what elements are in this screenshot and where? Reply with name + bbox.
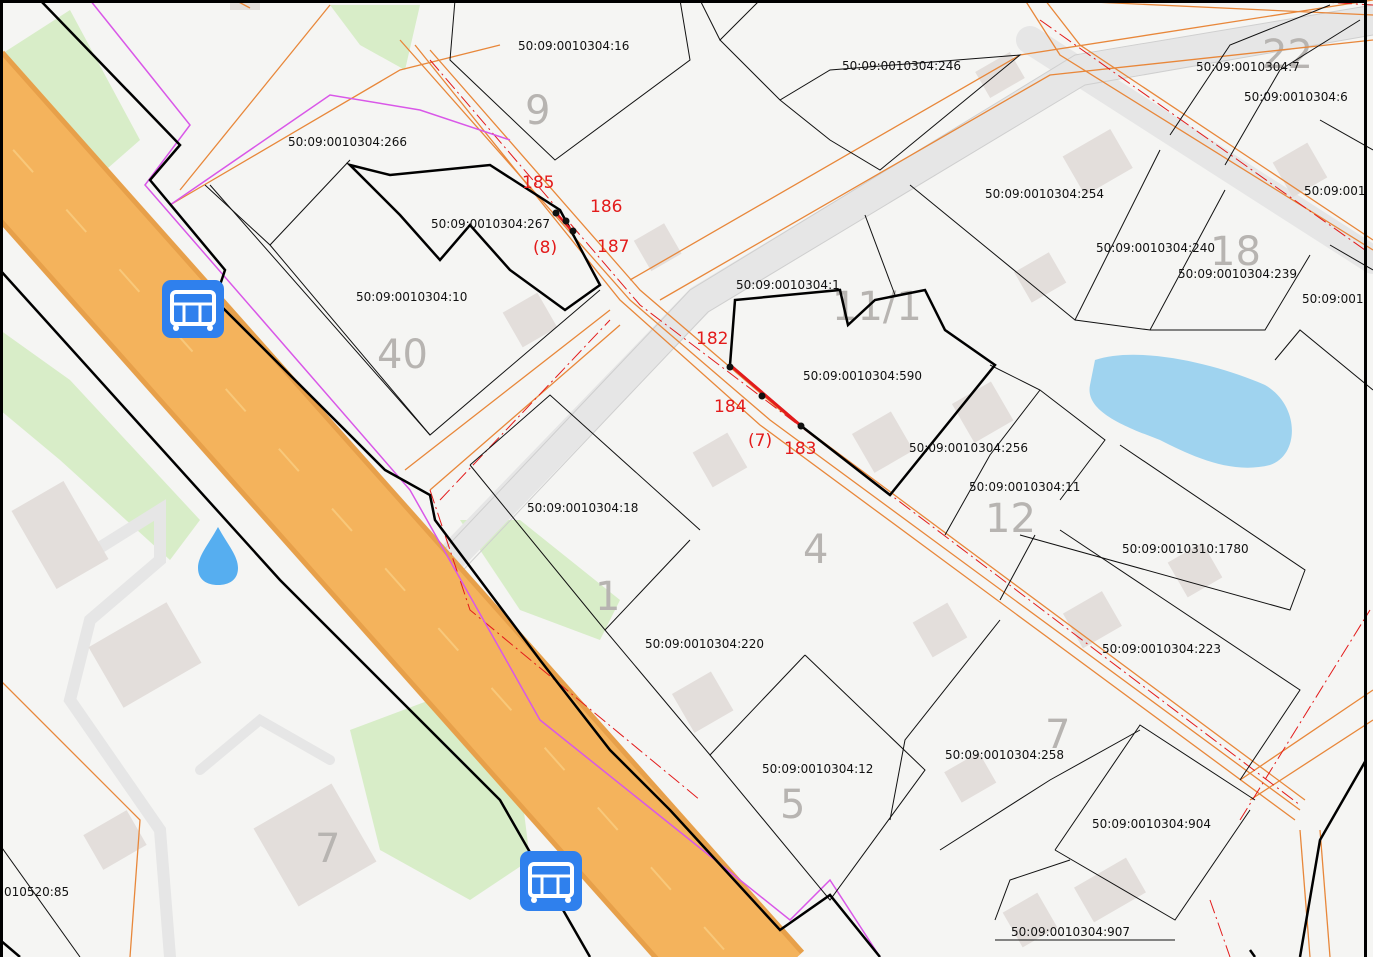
point-markers xyxy=(552,209,805,430)
parcel-label[interactable]: 50:09:0010304:266 xyxy=(288,135,407,149)
water-bodies xyxy=(1089,354,1292,468)
parcel-label[interactable]: 50:09:0010304:904 xyxy=(1092,817,1211,831)
house-number: 40 xyxy=(377,332,428,378)
parcel-label[interactable]: 50:09:0010304:11 xyxy=(969,480,1080,494)
point-label: 187 xyxy=(597,237,629,257)
parcel-label[interactable]: 50:09:0010310:1780 xyxy=(1122,542,1249,556)
point-label: (8) xyxy=(533,238,557,258)
parcel-label[interactable]: 50:09:0010304:16 xyxy=(518,39,629,53)
point-marker[interactable] xyxy=(552,209,560,217)
point-label: 184 xyxy=(714,397,746,417)
point-label: 185 xyxy=(522,173,554,193)
parcel-labels: 50:09:0010304:16 50:09:0010304:246 50:09… xyxy=(4,39,1366,939)
point-marker[interactable] xyxy=(562,217,570,225)
parcel-label[interactable]: 50:09:0010304:256 xyxy=(909,441,1028,455)
major-road xyxy=(0,50,805,957)
buildings xyxy=(11,0,1328,948)
parcel-label[interactable]: 010520:85 xyxy=(4,885,69,899)
municipal-boundary xyxy=(89,0,881,957)
house-number: 4 xyxy=(803,527,828,573)
minor-road-edges xyxy=(419,4,1373,606)
parcel-label[interactable]: 50:09:0010304:12 xyxy=(762,762,873,776)
house-number: 7 xyxy=(1045,712,1070,758)
parcel-label[interactable]: 50:09:0010304:6 xyxy=(1244,90,1348,104)
parcel-label[interactable]: 50:09:0010304:258 xyxy=(945,748,1064,762)
parcel-label[interactable]: 50:09:0010304:220 xyxy=(645,637,764,651)
parcel-label[interactable]: 50:09:0010304:590 xyxy=(803,369,922,383)
parcel-label[interactable]: 50:09:0010304:907 xyxy=(1011,925,1130,939)
bus-stop-icon[interactable] xyxy=(162,280,224,338)
parcel-label[interactable]: 50:09:001 xyxy=(1302,292,1364,306)
house-number: 5 xyxy=(780,782,805,828)
house-numbers: 9 22 40 18 11/1 12 4 1 7 5 7 xyxy=(315,32,1313,872)
point-marker[interactable] xyxy=(569,227,577,235)
parcel-label[interactable]: 50:09:0010304:1 xyxy=(736,278,840,292)
point-label: 182 xyxy=(696,329,728,349)
point-marker[interactable] xyxy=(758,392,766,400)
point-marker[interactable] xyxy=(726,363,734,371)
house-number: 11/1 xyxy=(832,284,922,330)
point-label: 183 xyxy=(784,439,816,459)
point-marker[interactable] xyxy=(797,422,805,430)
bus-stop-icon[interactable] xyxy=(520,851,582,911)
parcel-label[interactable]: 50:09:0010304:10 xyxy=(356,290,467,304)
point-label: (7) xyxy=(748,431,772,451)
house-number: 18 xyxy=(1210,229,1261,275)
parcel-label[interactable]: 50:09:0010304:240 xyxy=(1096,241,1215,255)
house-number: 1 xyxy=(595,574,620,620)
parcel-label[interactable]: 50:09:0010304:7 xyxy=(1196,60,1300,74)
house-number: 9 xyxy=(525,88,550,134)
point-label: 186 xyxy=(590,197,622,217)
water-drop-icon xyxy=(198,527,238,585)
parcel-label[interactable]: 50:09:0010304:254 xyxy=(985,187,1104,201)
parcel-label[interactable]: 50:09:001 xyxy=(1304,184,1366,198)
parcel-label[interactable]: 50:09:0010304:223 xyxy=(1102,642,1221,656)
minor-roads xyxy=(63,5,1373,957)
point-labels: 185 186 (8) 187 182 184 (7) 183 xyxy=(522,173,816,459)
house-number: 12 xyxy=(985,496,1036,542)
parcel-label[interactable]: 50:09:0010304:239 xyxy=(1178,267,1297,281)
house-number: 7 xyxy=(315,826,340,872)
parcel-label[interactable]: 50:09:0010304:18 xyxy=(527,501,638,515)
parcel-label[interactable]: 50:09:0010304:267 xyxy=(431,217,550,231)
parcel-label[interactable]: 50:09:0010304:246 xyxy=(842,59,961,73)
